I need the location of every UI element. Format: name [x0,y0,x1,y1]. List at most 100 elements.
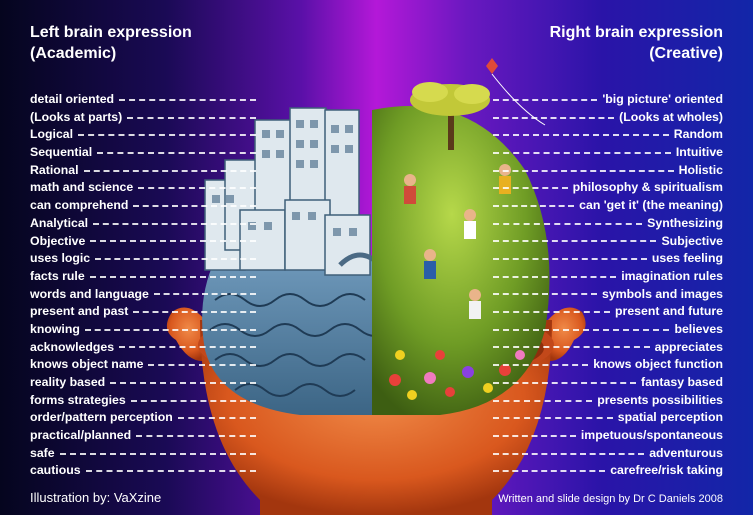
left-brain [202,107,391,415]
left-brain-trait-label: facts rule [30,268,85,283]
left-brain-trait-label: Analytical [30,215,89,230]
right-brain-trait-label: Random [673,127,723,142]
left-brain-leader-line [177,417,256,420]
flowers [389,350,525,400]
right-brain-trait-label: Synthesizing [647,215,723,230]
left-brain-trait-label: (Looks at parts) [30,109,123,124]
right-brain-trait-label: Subjective [661,233,723,248]
left-brain-fold-lines [209,293,391,397]
right-brain-trait-label: philosophy & spiritualism [572,180,723,195]
left-brain-leader-line [90,240,256,243]
left-brain-trait-label: knowing [30,321,80,336]
right-brain-trait: Holistic [493,162,723,180]
right-brain-trait: Intuitive [493,144,723,162]
right-brain-trait: Synthesizing [493,215,723,233]
right-brain-leader-line [493,204,575,207]
left-brain-leader-line [85,470,256,473]
right-brain-trait: adventurous [493,445,723,463]
left-brain-trait: cautious [30,462,256,480]
right-brain-trait: Subjective [493,233,723,251]
left-brain-trait: safe [30,445,256,463]
left-brain-trait-label: forms strategies [30,392,126,407]
author-credit: Written and slide design by Dr C Daniels… [498,493,723,505]
right-brain-leader-line [493,399,593,402]
right-brain-trait: impetuous/spontaneous [493,427,723,445]
right-brain-trait-label: symbols and images [602,286,723,301]
left-brain-windows [212,120,357,236]
right-brain-leader-line [493,98,598,101]
left-brain-trait: practical/planned [30,427,256,445]
left-brain-leader-line [136,434,256,437]
left-brain-leader-line [133,311,256,314]
right-brain-leader-line [493,258,647,261]
right-brain-trait-label: carefree/risk taking [610,463,723,478]
right-brain-trait: spatial perception [493,409,723,427]
left-brain-trait-label: can comprehend [30,198,129,213]
right-brain-trait-label: believes [674,321,723,336]
right-brain-trait: uses feeling [493,250,723,268]
right-brain-leader-line [493,293,598,296]
left-brain-trait-label: words and language [30,286,149,301]
right-brain-trait-label: Holistic [678,162,723,177]
left-brain-leader-line [84,328,256,331]
left-brain-trait-label: safe [30,445,55,460]
right-brain-trait-label: 'big picture' oriented [602,92,723,106]
left-brain-trait: math and science [30,179,256,197]
left-brain-trait: can comprehend [30,197,256,215]
left-brain-trait: words and language [30,286,256,304]
right-brain-leader-line [493,275,617,278]
right-brain-leader-line [493,417,613,420]
illustration-credit: Illustration by: VaXzine [30,490,162,505]
right-brain-leader-line [493,134,669,137]
left-brain-leader-line [133,204,256,207]
left-brain-trait: Logical [30,126,256,144]
right-brain-trait: presents possibilities [493,392,723,410]
right-brain-leader-line [493,328,670,331]
left-brain-leader-line [153,293,256,296]
right-brain-trait: knows object function [493,356,723,374]
right-brain-leader-line [493,151,671,154]
left-brain-trait-label: math and science [30,180,134,195]
left-brain-leader-line [110,381,256,384]
left-brain-leader-line [148,364,256,367]
right-brain-leader-line [493,434,576,437]
left-brain-leader-line [89,275,256,278]
left-header: Left brain expression (Academic) [30,22,192,64]
figures [404,164,511,319]
left-brain-trait: Objective [30,233,256,251]
left-brain-leader-line [95,258,256,261]
right-brain-trait: fantasy based [493,374,723,392]
right-header-subtitle: (Creative) [649,45,723,62]
right-brain-leader-line [493,116,615,119]
right-brain-leader-line [493,364,589,367]
right-brain-trait-label: present and future [615,304,723,319]
right-brain-trait: appreciates [493,339,723,357]
left-brain-trait: Analytical [30,215,256,233]
right-brain-leader-line [493,222,643,225]
left-brain-trait: facts rule [30,268,256,286]
right-header: Right brain expression (Creative) [550,22,723,64]
left-brain-trait: detail oriented [30,91,256,109]
left-brain-leader-line [138,187,256,190]
left-brain-leader-line [83,169,256,172]
kite-string [491,73,546,126]
right-brain-trait: believes [493,321,723,339]
right-brain-trait-label: adventurous [649,445,723,460]
right-brain-trait-label: (Looks at wholes) [619,109,723,124]
left-brain-trait-label: reality based [30,375,106,389]
right-brain-leader-line [493,381,636,384]
right-brain-leader-line [493,187,568,190]
left-brain-trait: forms strategies [30,392,256,410]
right-brain-traits: 'big picture' oriented (Looks at wholes) R… [493,91,723,480]
right-brain-trait-label: fantasy based [640,375,723,389]
left-header-subtitle: (Academic) [30,45,117,62]
left-brain-leader-line [119,98,256,101]
left-brain-trait: acknowledges [30,339,256,357]
right-brain-trait: can 'get it' (the meaning) [493,197,723,215]
left-brain-trait: knowing [30,321,256,339]
right-brain-trait-label: spatial perception [617,410,723,425]
right-brain [372,58,550,415]
right-brain-trait: carefree/risk taking [493,462,723,480]
